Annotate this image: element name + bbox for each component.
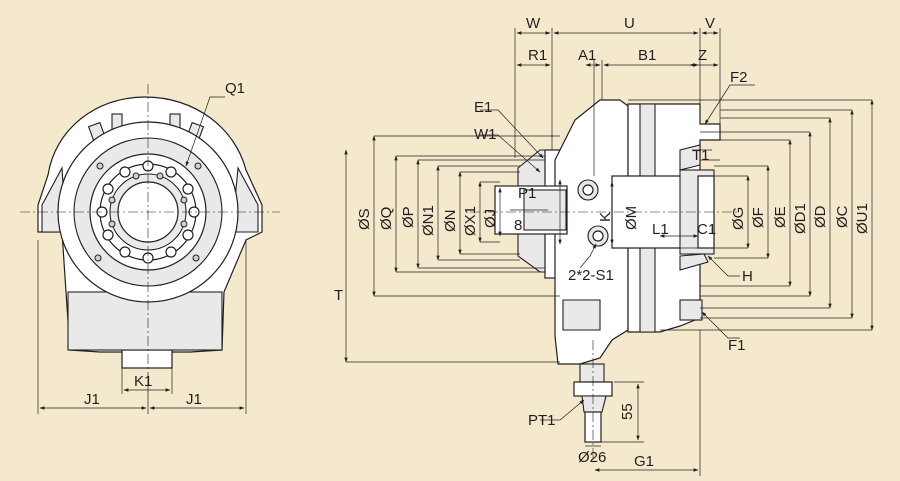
label-w1: W1 xyxy=(474,126,497,143)
label-dia-n1: ØN1 xyxy=(420,205,437,236)
label-a1: A1 xyxy=(578,47,596,64)
label-g1: G1 xyxy=(634,453,654,470)
label-dia-q: ØQ xyxy=(378,207,395,230)
label-k: K xyxy=(597,212,614,222)
label-h: H xyxy=(742,268,753,285)
label-dia-26: Ø26 xyxy=(578,449,606,466)
label-s1: 2*2-S1 xyxy=(568,267,614,284)
label-q1: Q1 xyxy=(225,80,245,97)
label-8: 8 xyxy=(514,217,522,234)
label-j1-left: J1 xyxy=(84,391,100,408)
label-dia-m: ØM xyxy=(623,206,640,230)
label-k1: K1 xyxy=(134,373,152,390)
label-dia-p: ØP xyxy=(400,206,417,228)
label-c1: C1 xyxy=(697,221,716,238)
label-dia-n: ØN xyxy=(442,210,459,233)
label-u: U xyxy=(624,15,635,32)
label-t: T xyxy=(334,287,343,304)
label-f2: F2 xyxy=(730,69,748,86)
label-e1: E1 xyxy=(474,99,492,116)
front-view xyxy=(20,84,280,414)
label-z: Z xyxy=(698,47,707,64)
label-dia-c: ØC xyxy=(834,205,851,228)
label-dia-j: ØJ xyxy=(482,209,499,228)
label-pt1: PT1 xyxy=(528,412,556,429)
label-b1: B1 xyxy=(638,47,656,64)
label-dia-f: ØF xyxy=(750,207,767,228)
label-r1: R1 xyxy=(528,47,547,64)
label-j1-right: J1 xyxy=(186,391,202,408)
label-v: V xyxy=(705,15,715,32)
label-dia-e: ØE xyxy=(772,206,789,228)
label-dia-u1: ØU1 xyxy=(854,203,871,234)
label-p1: P1 xyxy=(518,185,536,202)
label-dia-g: ØG xyxy=(730,207,747,230)
label-dia-d: ØD xyxy=(812,205,829,228)
label-dia-d1: ØD1 xyxy=(792,203,809,234)
label-l1: L1 xyxy=(652,221,669,238)
label-dia-s: ØS xyxy=(356,208,373,230)
label-dia-x1: ØX1 xyxy=(462,206,479,236)
side-view xyxy=(344,28,874,476)
label-t1: T1 xyxy=(692,147,710,164)
label-f1: F1 xyxy=(728,337,746,354)
label-55: 55 xyxy=(619,403,636,420)
label-w: W xyxy=(526,15,541,32)
